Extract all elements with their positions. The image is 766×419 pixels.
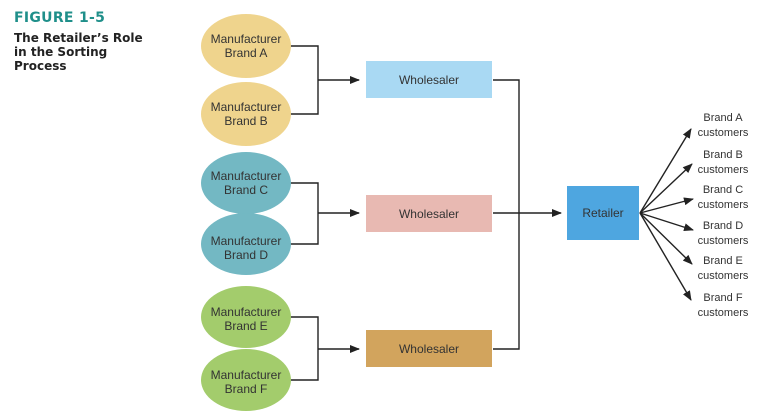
manufacturer-brand-label: Brand F xyxy=(225,382,268,396)
manufacturer-brand-f: Manufacturer Brand F xyxy=(201,349,291,411)
customer-brand-label: Brand A xyxy=(703,112,743,124)
figure-title: The Retailer’s Role in the Sorting Proce… xyxy=(14,31,144,73)
wholesaler-2: Wholesaler xyxy=(366,195,492,232)
manufacturer-brand-a: Manufacturer Brand A xyxy=(201,14,291,78)
figure-number: FIGURE 1-5 xyxy=(14,10,106,26)
manufacturer-label: Manufacturer xyxy=(211,368,282,382)
manufacturer-label: Manufacturer xyxy=(211,305,282,319)
customer-brand-label: Brand B xyxy=(703,149,743,161)
retailer: Retailer xyxy=(567,186,639,240)
manufacturer-brand-label: Brand D xyxy=(224,248,268,262)
figure-title-line: in the Sorting xyxy=(14,45,108,59)
arrow-to-brand-a-customers xyxy=(639,128,692,214)
customer-group-brand-b: Brand B customers xyxy=(698,149,749,176)
customer-brand-label: Brand C xyxy=(703,184,743,196)
customer-label: customers xyxy=(698,235,749,247)
connector-wholesaler-3 xyxy=(493,213,520,350)
customer-group-brand-f: Brand F customers xyxy=(698,292,749,319)
connector-brand-f xyxy=(290,349,319,381)
customer-label: customers xyxy=(698,199,749,211)
arrow-to-brand-f-customers xyxy=(639,212,692,301)
customer-group-brand-e: Brand E customers xyxy=(698,255,749,282)
connector-wholesaler-1 xyxy=(493,79,520,213)
figure-title-line: The Retailer’s Role xyxy=(14,31,143,45)
connector-lines xyxy=(290,45,694,381)
manufacturer-label: Manufacturer xyxy=(211,100,282,114)
connector-brand-a xyxy=(290,45,319,80)
manufacturer-ellipse xyxy=(201,152,291,214)
wholesaler-box xyxy=(366,195,492,232)
arrow-to-brand-b-customers xyxy=(639,163,693,214)
manufacturer-label: Manufacturer xyxy=(211,32,282,46)
arrow-to-brand-c-customers xyxy=(639,197,694,214)
manufacturer-brand-label: Brand C xyxy=(224,183,268,197)
customer-label: customers xyxy=(698,127,749,139)
manufacturer-brand-label: Brand A xyxy=(225,46,268,60)
manufacturer-ellipse xyxy=(201,82,291,146)
manufacturer-brand-d: Manufacturer Brand D xyxy=(201,213,291,275)
customer-label: customers xyxy=(698,164,749,176)
connector-brand-e xyxy=(290,316,319,349)
customer-brand-label: Brand F xyxy=(703,292,742,304)
manufacturer-brand-b: Manufacturer Brand B xyxy=(201,82,291,146)
wholesaler-label: Wholesaler xyxy=(399,73,459,87)
arrow-to-brand-e-customers xyxy=(639,212,693,265)
wholesaler-3: Wholesaler xyxy=(366,330,492,367)
manufacturer-label: Manufacturer xyxy=(211,169,282,183)
wholesaler-box xyxy=(366,61,492,98)
manufacturer-ellipse xyxy=(201,349,291,411)
manufacturer-brand-c: Manufacturer Brand C xyxy=(201,152,291,214)
wholesaler-1: Wholesaler xyxy=(366,61,492,98)
figure-title-line: Process xyxy=(14,59,67,73)
retailer-box xyxy=(567,186,639,240)
manufacturer-brand-label: Brand B xyxy=(224,114,267,128)
customer-brand-label: Brand D xyxy=(703,220,743,232)
manufacturer-label: Manufacturer xyxy=(211,234,282,248)
wholesaler-box xyxy=(366,330,492,367)
customer-group-brand-a: Brand A customers xyxy=(698,112,749,139)
customer-group-brand-c: Brand C customers xyxy=(698,184,749,211)
manufacturer-ellipse xyxy=(201,14,291,78)
retailer-label: Retailer xyxy=(582,206,623,220)
wholesaler-label: Wholesaler xyxy=(399,207,459,221)
manufacturer-ellipse xyxy=(201,286,291,348)
connector-brand-d xyxy=(290,213,319,245)
manufacturer-brand-label: Brand E xyxy=(224,319,267,333)
customer-label: customers xyxy=(698,307,749,319)
arrow-to-brand-d-customers xyxy=(639,212,694,232)
wholesaler-label: Wholesaler xyxy=(399,342,459,356)
manufacturer-ellipse xyxy=(201,213,291,275)
connector-brand-b xyxy=(290,80,319,115)
manufacturer-brand-e: Manufacturer Brand E xyxy=(201,286,291,348)
figure-caption: FIGURE 1-5 The Retailer’s Role in the So… xyxy=(14,10,144,73)
customer-brand-label: Brand E xyxy=(703,255,743,267)
customer-label: customers xyxy=(698,270,749,282)
connector-brand-c xyxy=(290,182,319,213)
customer-group-brand-d: Brand D customers xyxy=(698,220,749,247)
